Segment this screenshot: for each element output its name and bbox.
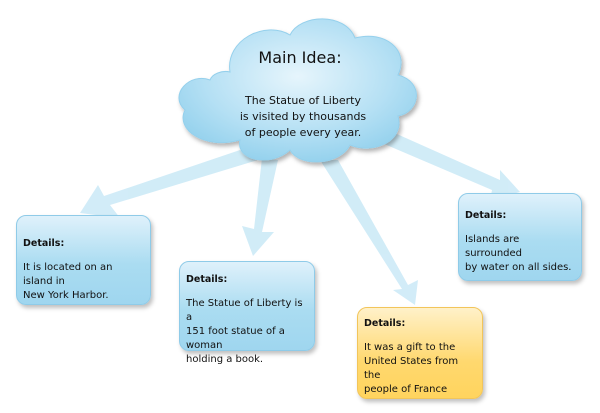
detail-line: United States from the (364, 356, 459, 381)
detail-line: people of France (364, 384, 448, 395)
detail-text: It was a gift to the United States from … (364, 341, 476, 397)
detail-box-3: Details: It was a gift to the United Sta… (357, 307, 483, 399)
arrow-to-detail-2 (242, 158, 278, 256)
arrow-to-detail-1 (80, 150, 258, 218)
detail-label: Details: (186, 274, 228, 285)
detail-box-4: Details: Islands are surrounded by water… (458, 193, 582, 281)
detail-line: New York Harbor. (23, 290, 109, 301)
main-idea-cloud (178, 18, 417, 163)
main-idea-text: The Statue of Liberty is visited by thou… (228, 93, 378, 141)
main-idea-line: The Statue of Liberty (245, 94, 361, 107)
main-idea-line: of people every year. (244, 126, 362, 139)
detail-line: The Statue of Liberty is a (186, 298, 303, 323)
detail-line: 151 foot statue of a woman (186, 326, 285, 351)
detail-text: The Statue of Liberty is a 151 foot stat… (186, 297, 308, 367)
main-idea-line: is visited by thousands (239, 110, 367, 123)
detail-line: Islands are surrounded (465, 234, 523, 259)
detail-box-2: Details: The Statue of Liberty is a 151 … (179, 261, 315, 365)
arrow-to-detail-4 (370, 122, 520, 200)
detail-label: Details: (465, 210, 507, 221)
detail-label: Details: (364, 318, 406, 329)
main-idea-title: Main Idea: (258, 48, 342, 67)
arrow-to-detail-3 (320, 160, 418, 305)
detail-line: by water on all sides. (465, 262, 572, 273)
detail-text: It is located on an island in New York H… (23, 261, 144, 303)
detail-line: holding a book. (186, 354, 264, 365)
detail-line: It is located on an island in (23, 262, 113, 287)
detail-line: It was a gift to the (364, 342, 456, 353)
detail-text: Islands are surrounded by water on all s… (465, 233, 575, 275)
detail-label: Details: (23, 238, 65, 249)
detail-box-1: Details: It is located on an island in N… (16, 215, 151, 305)
